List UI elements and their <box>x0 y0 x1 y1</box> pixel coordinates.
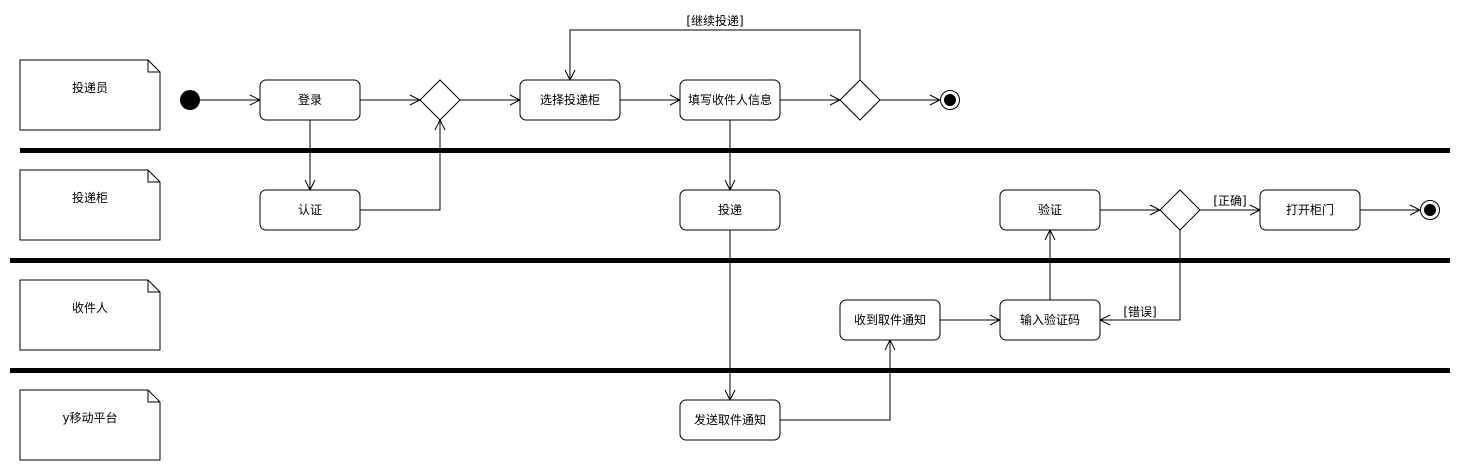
lane-label-cabinet: 投递柜 <box>19 169 161 241</box>
edge-auth-to-decision <box>360 120 440 211</box>
lane-label-recipient: 收件人 <box>19 279 161 351</box>
guard-continue-delivery: [继续投递] <box>686 13 743 28</box>
guard-wrong: [错误] <box>1123 305 1156 319</box>
final-node <box>940 90 960 110</box>
action-fill-info: 填写收件人信息 <box>679 79 781 121</box>
edge-wrong-back <box>1100 230 1181 320</box>
action-label: 认证 <box>298 203 322 217</box>
lane-label-courier: 投递员 <box>19 59 161 131</box>
action-label: 登录 <box>298 92 322 107</box>
decision-node <box>419 79 461 121</box>
lane-label-text: y移动平台 <box>62 410 117 425</box>
edge-send-to-receive <box>780 340 890 421</box>
action-send-notice: 发送取件通知 <box>679 399 781 441</box>
lane-separator <box>20 148 1450 153</box>
final-node <box>1420 200 1440 220</box>
action-label: 验证 <box>1038 202 1062 217</box>
action-select-cabinet: 选择投递柜 <box>519 79 621 121</box>
action-label: 输入验证码 <box>1020 312 1080 327</box>
action-enter-code: 输入验证码 <box>999 299 1101 341</box>
lane-label-text: 投递员 <box>72 80 108 95</box>
decision-node <box>839 79 881 121</box>
action-auth: 认证 <box>259 189 361 231</box>
action-login: 登录 <box>259 79 361 121</box>
edge-continue-loop <box>570 29 861 80</box>
action-deliver: 投递 <box>679 189 781 231</box>
lane-label-platform: y移动平台 <box>19 389 161 461</box>
action-label: 投递 <box>718 202 742 217</box>
action-receive-notice: 收到取件通知 <box>839 299 941 341</box>
initial-node <box>180 90 200 110</box>
action-verify: 验证 <box>999 189 1101 231</box>
action-label: 选择投递柜 <box>540 92 600 107</box>
action-label: 打开柜门 <box>1286 202 1334 217</box>
lane-label-text: 投递柜 <box>72 190 108 205</box>
action-label: 填写收件人信息 <box>688 92 772 107</box>
decision-node <box>1159 189 1201 231</box>
action-label: 发送取件通知 <box>694 412 766 427</box>
action-label: 收到取件通知 <box>854 313 926 327</box>
action-open-door: 打开柜门 <box>1259 189 1361 231</box>
lane-label-text: 收件人 <box>72 301 108 315</box>
guard-correct: [正确] <box>1213 194 1246 208</box>
